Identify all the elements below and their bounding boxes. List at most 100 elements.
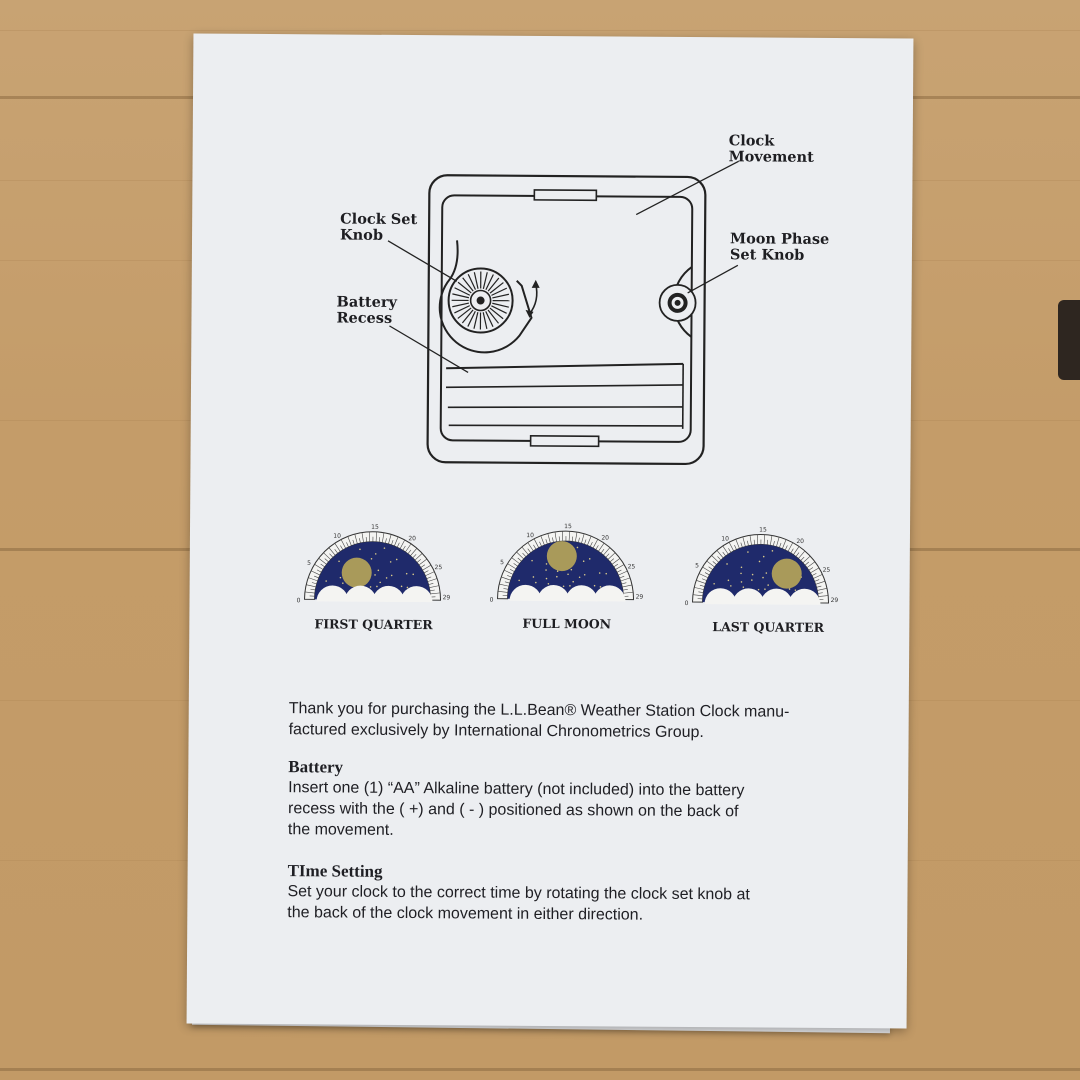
dial-star [342, 582, 344, 584]
dial-star [556, 570, 559, 573]
plank-seam [0, 1068, 1080, 1071]
dial-tick [391, 540, 394, 546]
intro-line: factured exclusively by International Ch… [288, 721, 704, 742]
battery-line: the movement. [287, 821, 394, 839]
dial-star [325, 580, 327, 582]
dial-tick [328, 547, 336, 556]
dial-tick [329, 553, 334, 558]
dial-tick [722, 545, 729, 555]
battery-section: Battery Insert one (1) “AA” Alkaline bat… [288, 756, 849, 844]
dial-tick [429, 585, 440, 588]
dial-star [545, 569, 547, 571]
dial-tick [527, 542, 534, 552]
dial-tick [499, 583, 510, 587]
dial-star [740, 581, 743, 583]
dial-tick-label: 15 [759, 526, 767, 533]
dial-tick [427, 578, 438, 582]
dial-tick [545, 539, 548, 545]
dial-tick-label: 29 [443, 594, 451, 601]
dial-tick [407, 549, 412, 555]
battery-line [447, 406, 683, 409]
dial-tick [310, 588, 316, 591]
dial-star [531, 559, 533, 562]
dial-tick [813, 574, 823, 579]
knob-rib [452, 293, 470, 299]
wood-grain [0, 30, 1080, 31]
dial-tick [382, 532, 385, 543]
dial-tick-label: 29 [636, 594, 644, 601]
dial-cover-hump [593, 585, 626, 602]
knob-rib [461, 309, 474, 324]
dial-star [599, 586, 602, 588]
dial-tick [320, 563, 325, 568]
dial-tick [616, 569, 622, 573]
dial-star [764, 588, 766, 590]
arrow-head-up [531, 279, 540, 288]
dial-cover-hump [704, 588, 737, 605]
dial-star [374, 574, 376, 576]
dial-star [412, 573, 415, 576]
dial-tick [613, 563, 619, 568]
dial-tick [365, 537, 367, 543]
dial-tick [708, 566, 713, 570]
dial-tick [399, 539, 406, 549]
knob-rib [473, 312, 479, 329]
dial-star [376, 585, 378, 588]
dial-tick [429, 589, 435, 592]
dial-tick [511, 557, 520, 564]
dial-tick [340, 545, 344, 551]
knob-rib [491, 287, 508, 296]
dial-tick [753, 539, 755, 545]
dial-tick [324, 558, 329, 563]
dial-star [338, 560, 340, 563]
arrow-head-down [525, 309, 534, 318]
dial-tick [814, 579, 820, 582]
dial-tick [540, 535, 545, 546]
caption-last-quarter: LAST QUARTER [712, 619, 825, 635]
dial-tick [568, 531, 570, 542]
knob-rib [462, 277, 474, 292]
dial-tick [747, 540, 749, 546]
dial-tick [818, 595, 829, 597]
dial-tick-label: 5 [695, 562, 699, 569]
dial-tick [354, 534, 358, 544]
dial-tick [416, 559, 422, 563]
dial-tick [323, 552, 331, 560]
dial-tick [702, 566, 712, 573]
dial-tick [521, 546, 529, 555]
knob-rib [487, 277, 500, 292]
dial-tick [578, 537, 580, 543]
dial-tick [497, 590, 508, 593]
dial-tick [581, 533, 585, 544]
dial-star [758, 560, 761, 563]
dial-tick [575, 532, 578, 542]
knob-rib [452, 302, 470, 308]
dial-tick [304, 591, 315, 594]
dial-star [385, 577, 388, 579]
dial-tick [804, 561, 809, 566]
knob-rib [489, 307, 504, 320]
knob-rib [457, 281, 472, 294]
dial-tick-label: 20 [408, 535, 416, 542]
leader-clock-movement [635, 160, 739, 216]
dial-star [767, 584, 769, 586]
dial-tick [426, 576, 432, 579]
dial-tick-label: 15 [564, 523, 572, 530]
leader-moon-knob [687, 264, 739, 294]
dial-tick [595, 545, 599, 550]
dial-star [405, 572, 408, 575]
dial-star [547, 582, 550, 585]
dial-cover-hump [316, 585, 349, 602]
dial-tick [503, 588, 509, 590]
dial-star [751, 573, 754, 576]
dial-tick [308, 577, 318, 582]
dial-star [751, 579, 753, 581]
dial-tick [396, 542, 400, 548]
dial-star [370, 557, 373, 560]
dial-cover-hump [760, 588, 793, 605]
dial-tick [698, 591, 704, 593]
dial-tick [428, 583, 434, 585]
dial-star [570, 568, 573, 571]
dial-tick [418, 558, 428, 566]
caption-full-moon: FULL MOON [522, 615, 612, 632]
